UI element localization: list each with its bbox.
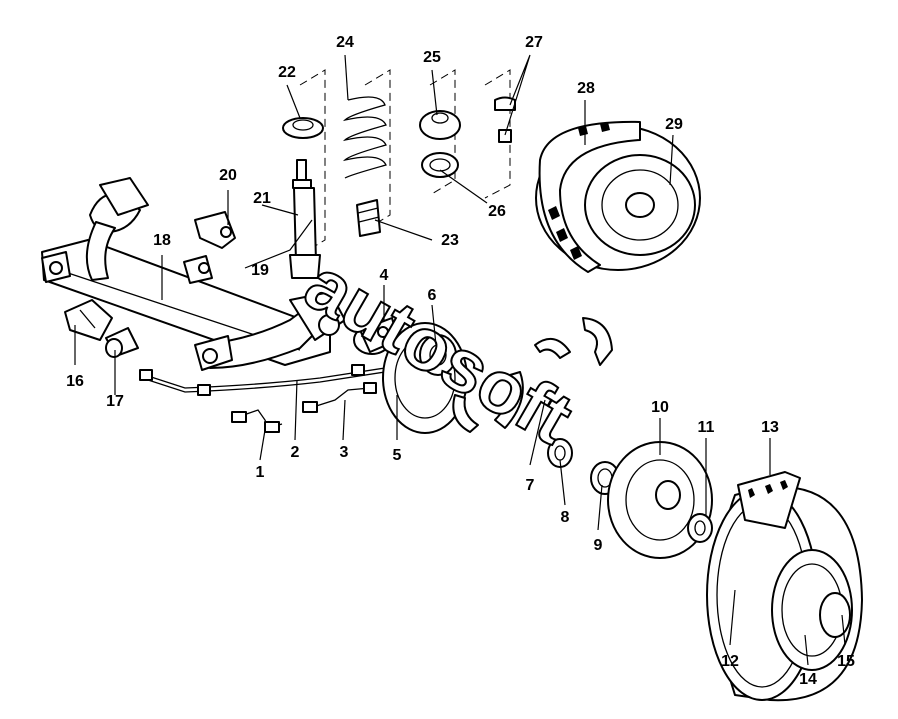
label-part-19: 19	[251, 262, 269, 279]
label-part-11: 11	[698, 419, 715, 436]
label-part-27: 27	[525, 34, 543, 51]
bracket	[194, 211, 236, 249]
brake-backing-plate	[382, 322, 468, 434]
label-part-15: 15	[837, 653, 855, 670]
brake-pipe-secondary	[302, 382, 377, 413]
label-part-10: 10	[651, 399, 669, 416]
cap-and-nut	[494, 96, 516, 143]
label-part-26: 26	[488, 203, 506, 220]
rear-axle-beam	[41, 177, 346, 371]
shock-absorber	[289, 159, 321, 279]
label-part-17: 17	[106, 393, 124, 410]
brake-drum	[607, 441, 713, 559]
leader-lines	[74, 54, 846, 666]
label-part-12: 12	[721, 653, 739, 670]
rubber-bush	[105, 327, 139, 358]
part-labels: 1 2 3 4 5 6 7 8 9 10 11 12 13 14 15 16 1…	[66, 34, 855, 688]
label-part-4: 4	[380, 267, 389, 284]
brake-pipe	[231, 409, 283, 433]
label-part-22: 22	[278, 64, 296, 81]
label-part-28: 28	[577, 80, 595, 97]
bump-stop	[183, 255, 213, 284]
spring-insulator	[419, 110, 461, 178]
stub-axle	[353, 317, 399, 355]
label-part-24: 24	[336, 34, 354, 51]
label-part-23: 23	[441, 232, 459, 249]
upper-spring-seat	[282, 117, 324, 139]
label-part-6: 6	[428, 287, 437, 304]
assembly-guides	[299, 69, 511, 256]
label-part-8: 8	[561, 509, 570, 526]
label-part-16: 16	[66, 373, 84, 390]
label-part-14: 14	[799, 671, 817, 688]
outer-bearing	[687, 513, 713, 543]
rear-wheel	[706, 471, 863, 702]
label-part-5: 5	[393, 447, 402, 464]
label-part-13: 13	[761, 419, 779, 436]
brake-shoes	[452, 317, 613, 433]
bearing-race	[547, 438, 573, 468]
label-part-3: 3	[340, 444, 349, 461]
label-part-9: 9	[594, 537, 603, 554]
label-part-2: 2	[291, 444, 300, 461]
label-part-18: 18	[153, 232, 171, 249]
label-part-29: 29	[665, 116, 683, 133]
coil-spring	[342, 96, 387, 179]
spare-wheel	[535, 120, 701, 273]
label-part-7: 7	[526, 477, 535, 494]
label-part-1: 1	[256, 464, 265, 481]
label-part-21: 21	[253, 190, 271, 207]
label-part-25: 25	[423, 49, 441, 66]
label-part-20: 20	[219, 167, 237, 184]
bump-rubber	[356, 199, 381, 237]
brake-hose	[139, 364, 386, 396]
mount-bracket	[64, 299, 113, 341]
